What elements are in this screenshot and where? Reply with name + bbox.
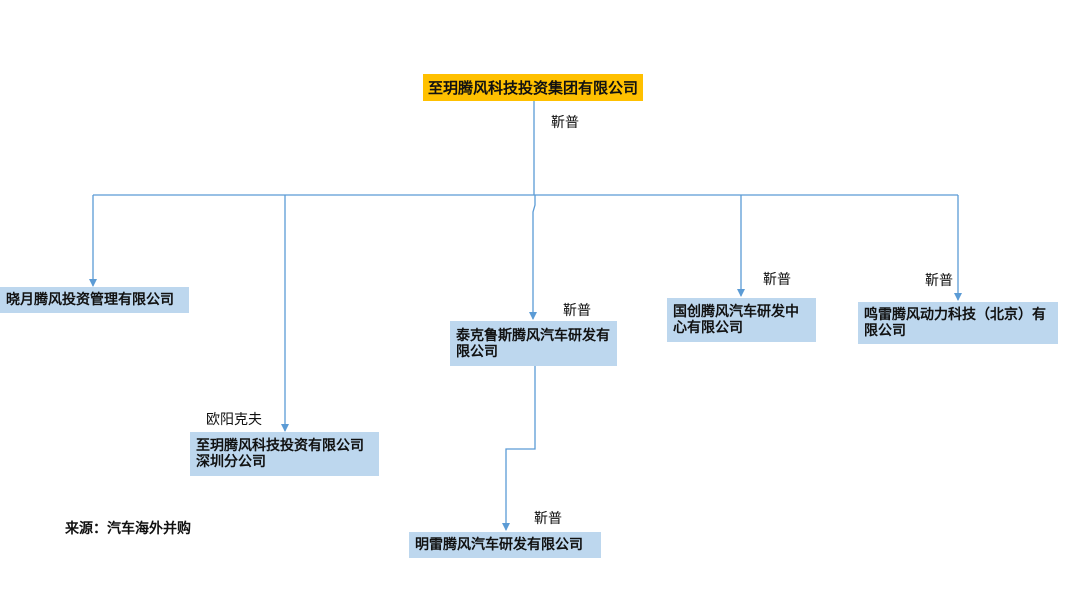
line-to-taikelusi	[529, 195, 537, 320]
node-taikelusi-label: 泰克鲁斯腾风汽车研发有限公司	[456, 327, 610, 360]
line-to-minglei-qiche	[502, 366, 536, 531]
node-minglei-dongli-label: 鸣雷腾风动力科技（北京）有限公司	[864, 307, 1046, 339]
source-note: 来源：汽车海外并购	[65, 521, 191, 537]
node-minglei-dongli: 鸣雷腾风动力科技（北京）有限公司	[858, 302, 1058, 344]
node-guochuang-label: 国创腾风汽车研发中心有限公司	[673, 304, 799, 336]
node-shenzhen: 至玥腾风科技投资有限公司深圳分公司	[190, 432, 379, 476]
edge-label-minglei-qiche: 靳普	[534, 511, 562, 527]
edge-label-root: 靳普	[551, 115, 579, 131]
node-guochuang: 国创腾风汽车研发中心有限公司	[667, 298, 816, 342]
node-root-label: 至玥腾风科技投资集团有限公司	[427, 78, 638, 97]
edge-label-taikelusi: 靳普	[563, 303, 591, 319]
node-shenzhen-label: 至玥腾风科技投资有限公司深圳分公司	[196, 438, 364, 470]
edge-label-minglei-dongli: 靳普	[925, 273, 953, 289]
node-xiaoyue: 晓月腾风投资管理有限公司	[0, 287, 189, 313]
edge-label-shenzhen: 欧阳克夫	[206, 412, 262, 428]
node-xiaoyue-label: 晓月腾风投资管理有限公司	[6, 292, 174, 308]
node-minglei-qiche: 明雷腾风汽车研发有限公司	[409, 532, 601, 558]
edge-label-guochuang: 靳普	[763, 272, 791, 288]
node-taikelusi: 泰克鲁斯腾风汽车研发有限公司	[450, 321, 617, 366]
node-minglei-qiche-label: 明雷腾风汽车研发有限公司	[415, 537, 583, 553]
node-root: 至玥腾风科技投资集团有限公司	[423, 74, 643, 101]
